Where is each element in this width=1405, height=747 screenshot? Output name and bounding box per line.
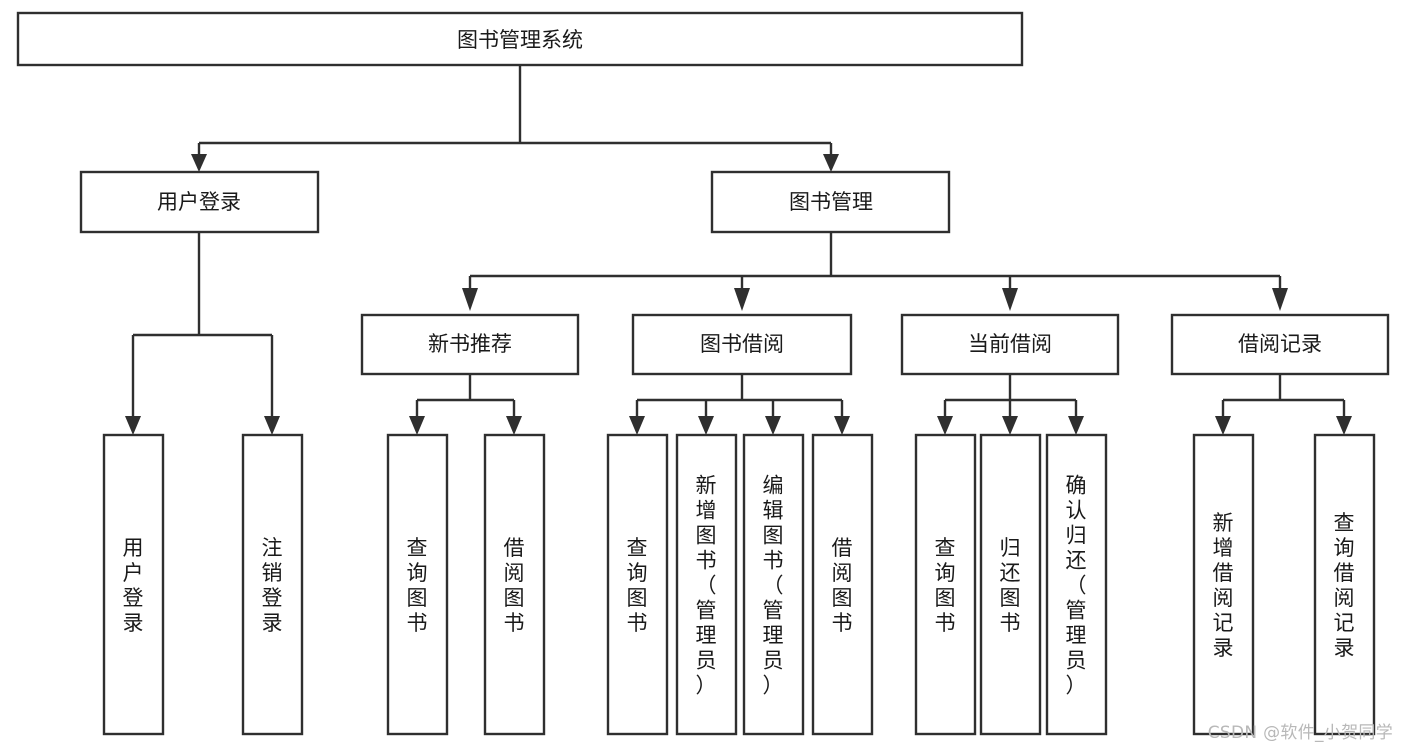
node-leaf-return-book-label: 归还图书 xyxy=(1000,536,1021,635)
node-leaf-add-record-box[interactable] xyxy=(1192,433,1255,736)
node-leaf-add-book-box[interactable] xyxy=(675,433,738,736)
node-leaf-query-book-3[interactable]: 查询图书 xyxy=(914,433,977,736)
node-new-book-recommend[interactable]: 新书推荐 xyxy=(360,313,580,376)
node-leaf-query-book-3-box[interactable] xyxy=(914,433,977,736)
node-leaf-query-book-2-label: 查询图书 xyxy=(627,536,648,635)
node-leaf-return-book[interactable]: 归还图书 xyxy=(979,433,1042,736)
arrow-to-leaf-query-record xyxy=(1336,416,1352,435)
node-leaf-add-record[interactable]: 新增借阅记录 xyxy=(1192,433,1255,736)
node-user-login[interactable]: 用户登录 xyxy=(79,170,320,234)
node-leaf-query-record-box[interactable] xyxy=(1313,433,1376,736)
node-leaf-add-record-label: 新增借阅记录 xyxy=(1213,511,1234,660)
node-leaf-query-record[interactable]: 查询借阅记录 xyxy=(1313,433,1376,736)
node-root-label: 图书管理系统 xyxy=(457,28,583,52)
arrow-to-book-borrow xyxy=(734,288,750,311)
node-leaf-confirm-return-box[interactable] xyxy=(1045,433,1108,736)
arrow-to-leaf-edit-book xyxy=(765,416,781,435)
node-leaf-edit-book-label: 编辑图书（管理员） xyxy=(763,474,784,698)
node-leaf-user-logout-label: 注销登录 xyxy=(262,536,283,635)
node-leaf-edit-book-box[interactable] xyxy=(742,433,805,736)
node-current-borrow-label: 当前借阅 xyxy=(968,332,1052,356)
node-leaf-query-book-2-box[interactable] xyxy=(606,433,669,736)
arrow-to-new-book-recommend xyxy=(462,288,478,311)
arrow-to-leaf-confirm-return xyxy=(1068,416,1084,435)
arrow-to-leaf-user-logout xyxy=(264,416,280,435)
node-leaf-borrow-book-1[interactable]: 借阅图书 xyxy=(483,433,546,736)
node-current-borrow-box[interactable] xyxy=(900,313,1120,376)
node-leaf-query-book-3-label: 查询图书 xyxy=(935,536,956,635)
node-root[interactable]: 图书管理系统 xyxy=(16,11,1024,67)
node-book-borrow-box[interactable] xyxy=(631,313,853,376)
arrow-to-leaf-return-book xyxy=(1002,416,1018,435)
node-book-manage-label: 图书管理 xyxy=(789,190,873,214)
node-new-book-recommend-box[interactable] xyxy=(360,313,580,376)
arrow-to-leaf-borrow-book-1 xyxy=(506,416,522,435)
node-leaf-user-login-label: 用户登录 xyxy=(123,536,144,635)
node-leaf-query-book-1-label: 查询图书 xyxy=(407,536,428,635)
node-leaf-query-record-label: 查询借阅记录 xyxy=(1334,511,1355,660)
node-user-login-box[interactable] xyxy=(79,170,320,234)
node-leaf-user-login-box[interactable] xyxy=(102,433,165,736)
node-borrow-record[interactable]: 借阅记录 xyxy=(1170,313,1390,376)
node-leaf-borrow-book-1-label: 借阅图书 xyxy=(504,536,525,635)
arrow-to-leaf-add-record xyxy=(1215,416,1231,435)
node-leaf-edit-book[interactable]: 编辑图书（管理员） xyxy=(742,433,805,736)
node-root-box[interactable] xyxy=(16,11,1024,67)
node-book-manage[interactable]: 图书管理 xyxy=(710,170,951,234)
arrow-to-leaf-query-book-1 xyxy=(409,416,425,435)
arrow-to-user-login xyxy=(191,154,207,172)
node-current-borrow[interactable]: 当前借阅 xyxy=(900,313,1120,376)
arrow-to-current-borrow xyxy=(1002,288,1018,311)
connector-group xyxy=(125,65,1352,435)
node-leaf-user-logout[interactable]: 注销登录 xyxy=(241,433,304,736)
arrow-to-book-manage xyxy=(823,154,839,172)
node-borrow-record-box[interactable] xyxy=(1170,313,1390,376)
node-user-login-label: 用户登录 xyxy=(157,190,241,214)
arrow-to-leaf-query-book-2 xyxy=(629,416,645,435)
arrow-to-leaf-borrow-book-2 xyxy=(834,416,850,435)
node-leaf-add-book-label: 新增图书（管理员） xyxy=(696,474,717,698)
node-leaf-confirm-return[interactable]: 确认归还（管理员） xyxy=(1045,433,1108,736)
node-leaf-confirm-return-label: 确认归还（管理员） xyxy=(1066,474,1087,698)
node-leaf-borrow-book-1-box[interactable] xyxy=(483,433,546,736)
node-leaf-query-book-2[interactable]: 查询图书 xyxy=(606,433,669,736)
node-leaf-query-book-1[interactable]: 查询图书 xyxy=(386,433,449,736)
node-leaf-return-book-box[interactable] xyxy=(979,433,1042,736)
arrow-to-leaf-add-book xyxy=(698,416,714,435)
node-leaf-add-book[interactable]: 新增图书（管理员） xyxy=(675,433,738,736)
arrow-to-leaf-query-book-3 xyxy=(937,416,953,435)
node-leaf-borrow-book-2-label: 借阅图书 xyxy=(832,536,853,635)
node-borrow-record-label: 借阅记录 xyxy=(1238,332,1322,356)
node-leaf-borrow-book-2[interactable]: 借阅图书 xyxy=(811,433,874,736)
node-leaf-user-login[interactable]: 用户登录 xyxy=(102,433,165,736)
node-book-borrow[interactable]: 图书借阅 xyxy=(631,313,853,376)
node-new-book-recommend-label: 新书推荐 xyxy=(428,332,512,356)
node-book-borrow-label: 图书借阅 xyxy=(700,332,784,356)
node-leaf-borrow-book-2-box[interactable] xyxy=(811,433,874,736)
node-leaf-user-logout-box[interactable] xyxy=(241,433,304,736)
arrow-to-leaf-user-login xyxy=(125,416,141,435)
arrow-to-borrow-record xyxy=(1272,288,1288,311)
node-leaf-query-book-1-box[interactable] xyxy=(386,433,449,736)
node-book-manage-box[interactable] xyxy=(710,170,951,234)
